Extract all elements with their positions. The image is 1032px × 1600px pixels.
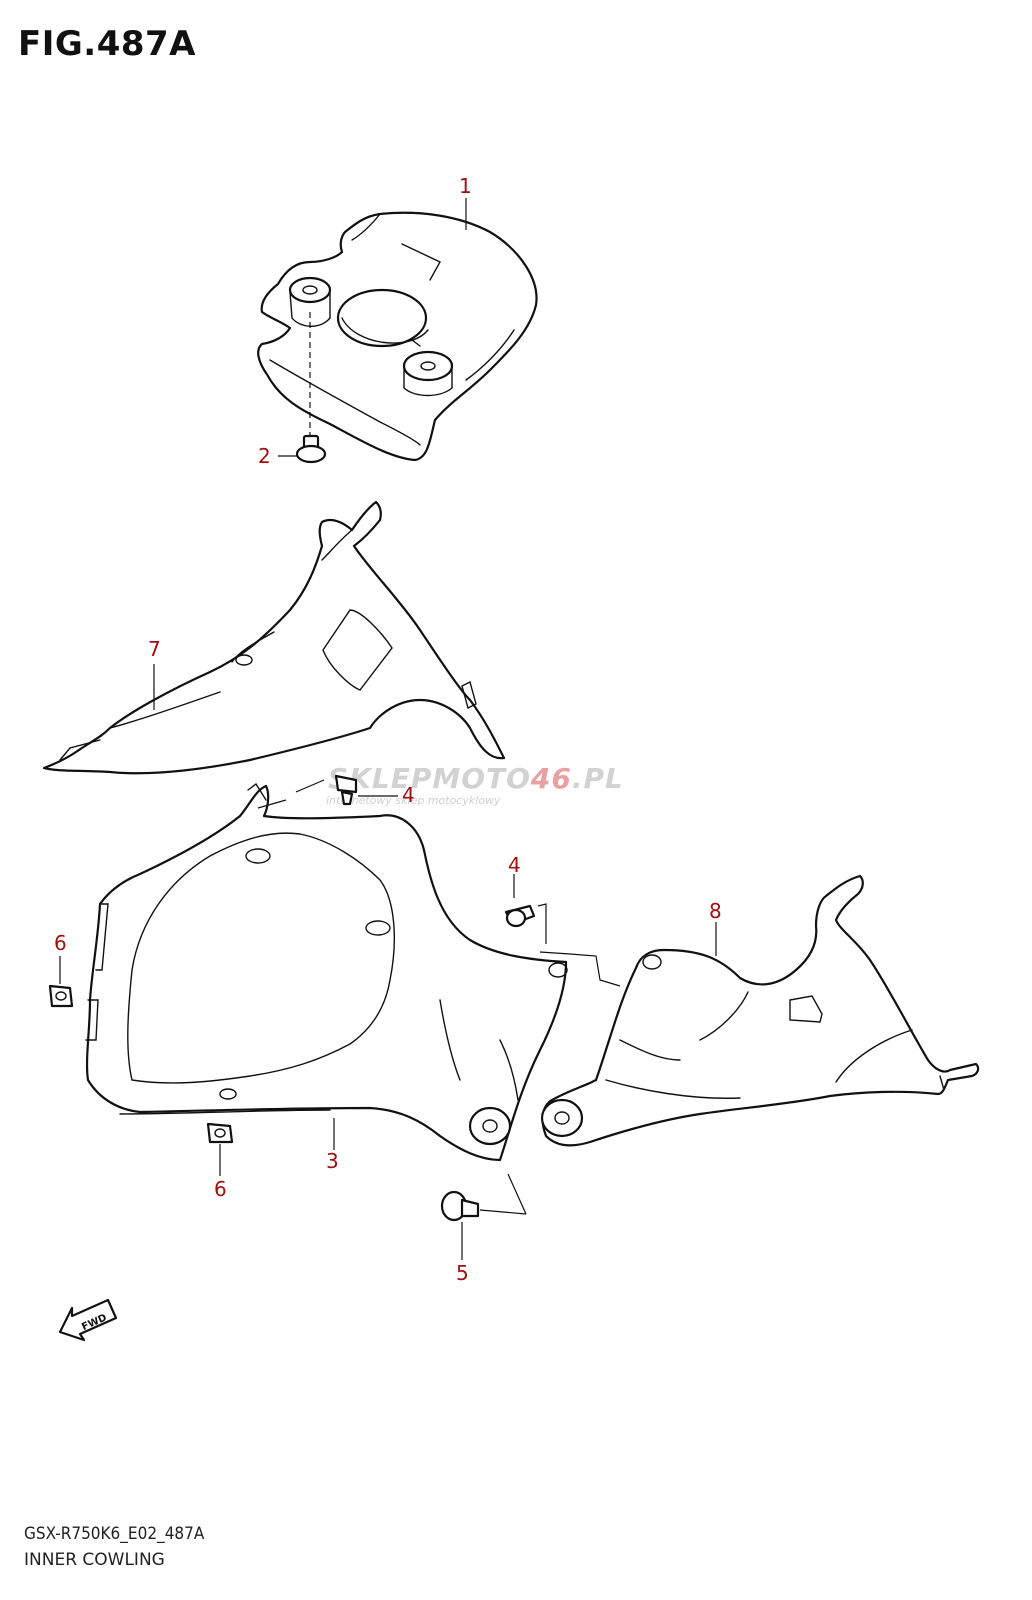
part-6-nut-left[interactable] — [48, 956, 74, 1008]
part-4-screw-lower[interactable] — [504, 874, 621, 987]
watermark-brand-2: 46 — [530, 762, 572, 795]
part-8-inner-cowling-right[interactable] — [540, 874, 980, 1147]
callout-4-upper: 4 — [402, 783, 415, 807]
part-6-nut-lower[interactable] — [206, 1122, 234, 1176]
part-7-inner-cowling-left[interactable] — [42, 500, 506, 775]
callout-4-lower: 4 — [508, 853, 521, 877]
section-name: INNER COWLING — [24, 1550, 165, 1570]
watermark-tagline: internetowy sklep motocyklowy — [326, 794, 501, 807]
watermark-brand-3: .PL — [572, 762, 624, 795]
part-5-rivet[interactable] — [440, 1173, 527, 1260]
watermark-brand-1: SKLEPMOTO — [328, 762, 531, 795]
model-code: GSX-R750K6_E02_487A — [24, 1524, 205, 1544]
callout-2: 2 — [258, 444, 271, 468]
part-3-inner-cowling-center[interactable] — [85, 782, 568, 1162]
callout-1: 1 — [459, 174, 472, 198]
callout-6-lower: 6 — [214, 1177, 227, 1201]
watermark: SKLEPMOTO46.PL internetowy sklep motocyk… — [326, 762, 624, 807]
part-4-screw-upper[interactable] — [257, 774, 398, 809]
part-1-upper-cover[interactable] — [257, 211, 538, 462]
callout-8: 8 — [709, 899, 722, 923]
callout-7: 7 — [148, 637, 161, 661]
figure-title: FIG.487A — [18, 24, 196, 64]
callout-6-left: 6 — [54, 931, 67, 955]
svg-text:SKLEPMOTO46.PL: SKLEPMOTO46.PL — [328, 762, 624, 795]
fwd-arrow-icon: FWD — [58, 1298, 118, 1342]
part-2-bolt[interactable] — [278, 312, 327, 464]
callout-3: 3 — [326, 1149, 339, 1173]
callout-5: 5 — [456, 1261, 469, 1285]
